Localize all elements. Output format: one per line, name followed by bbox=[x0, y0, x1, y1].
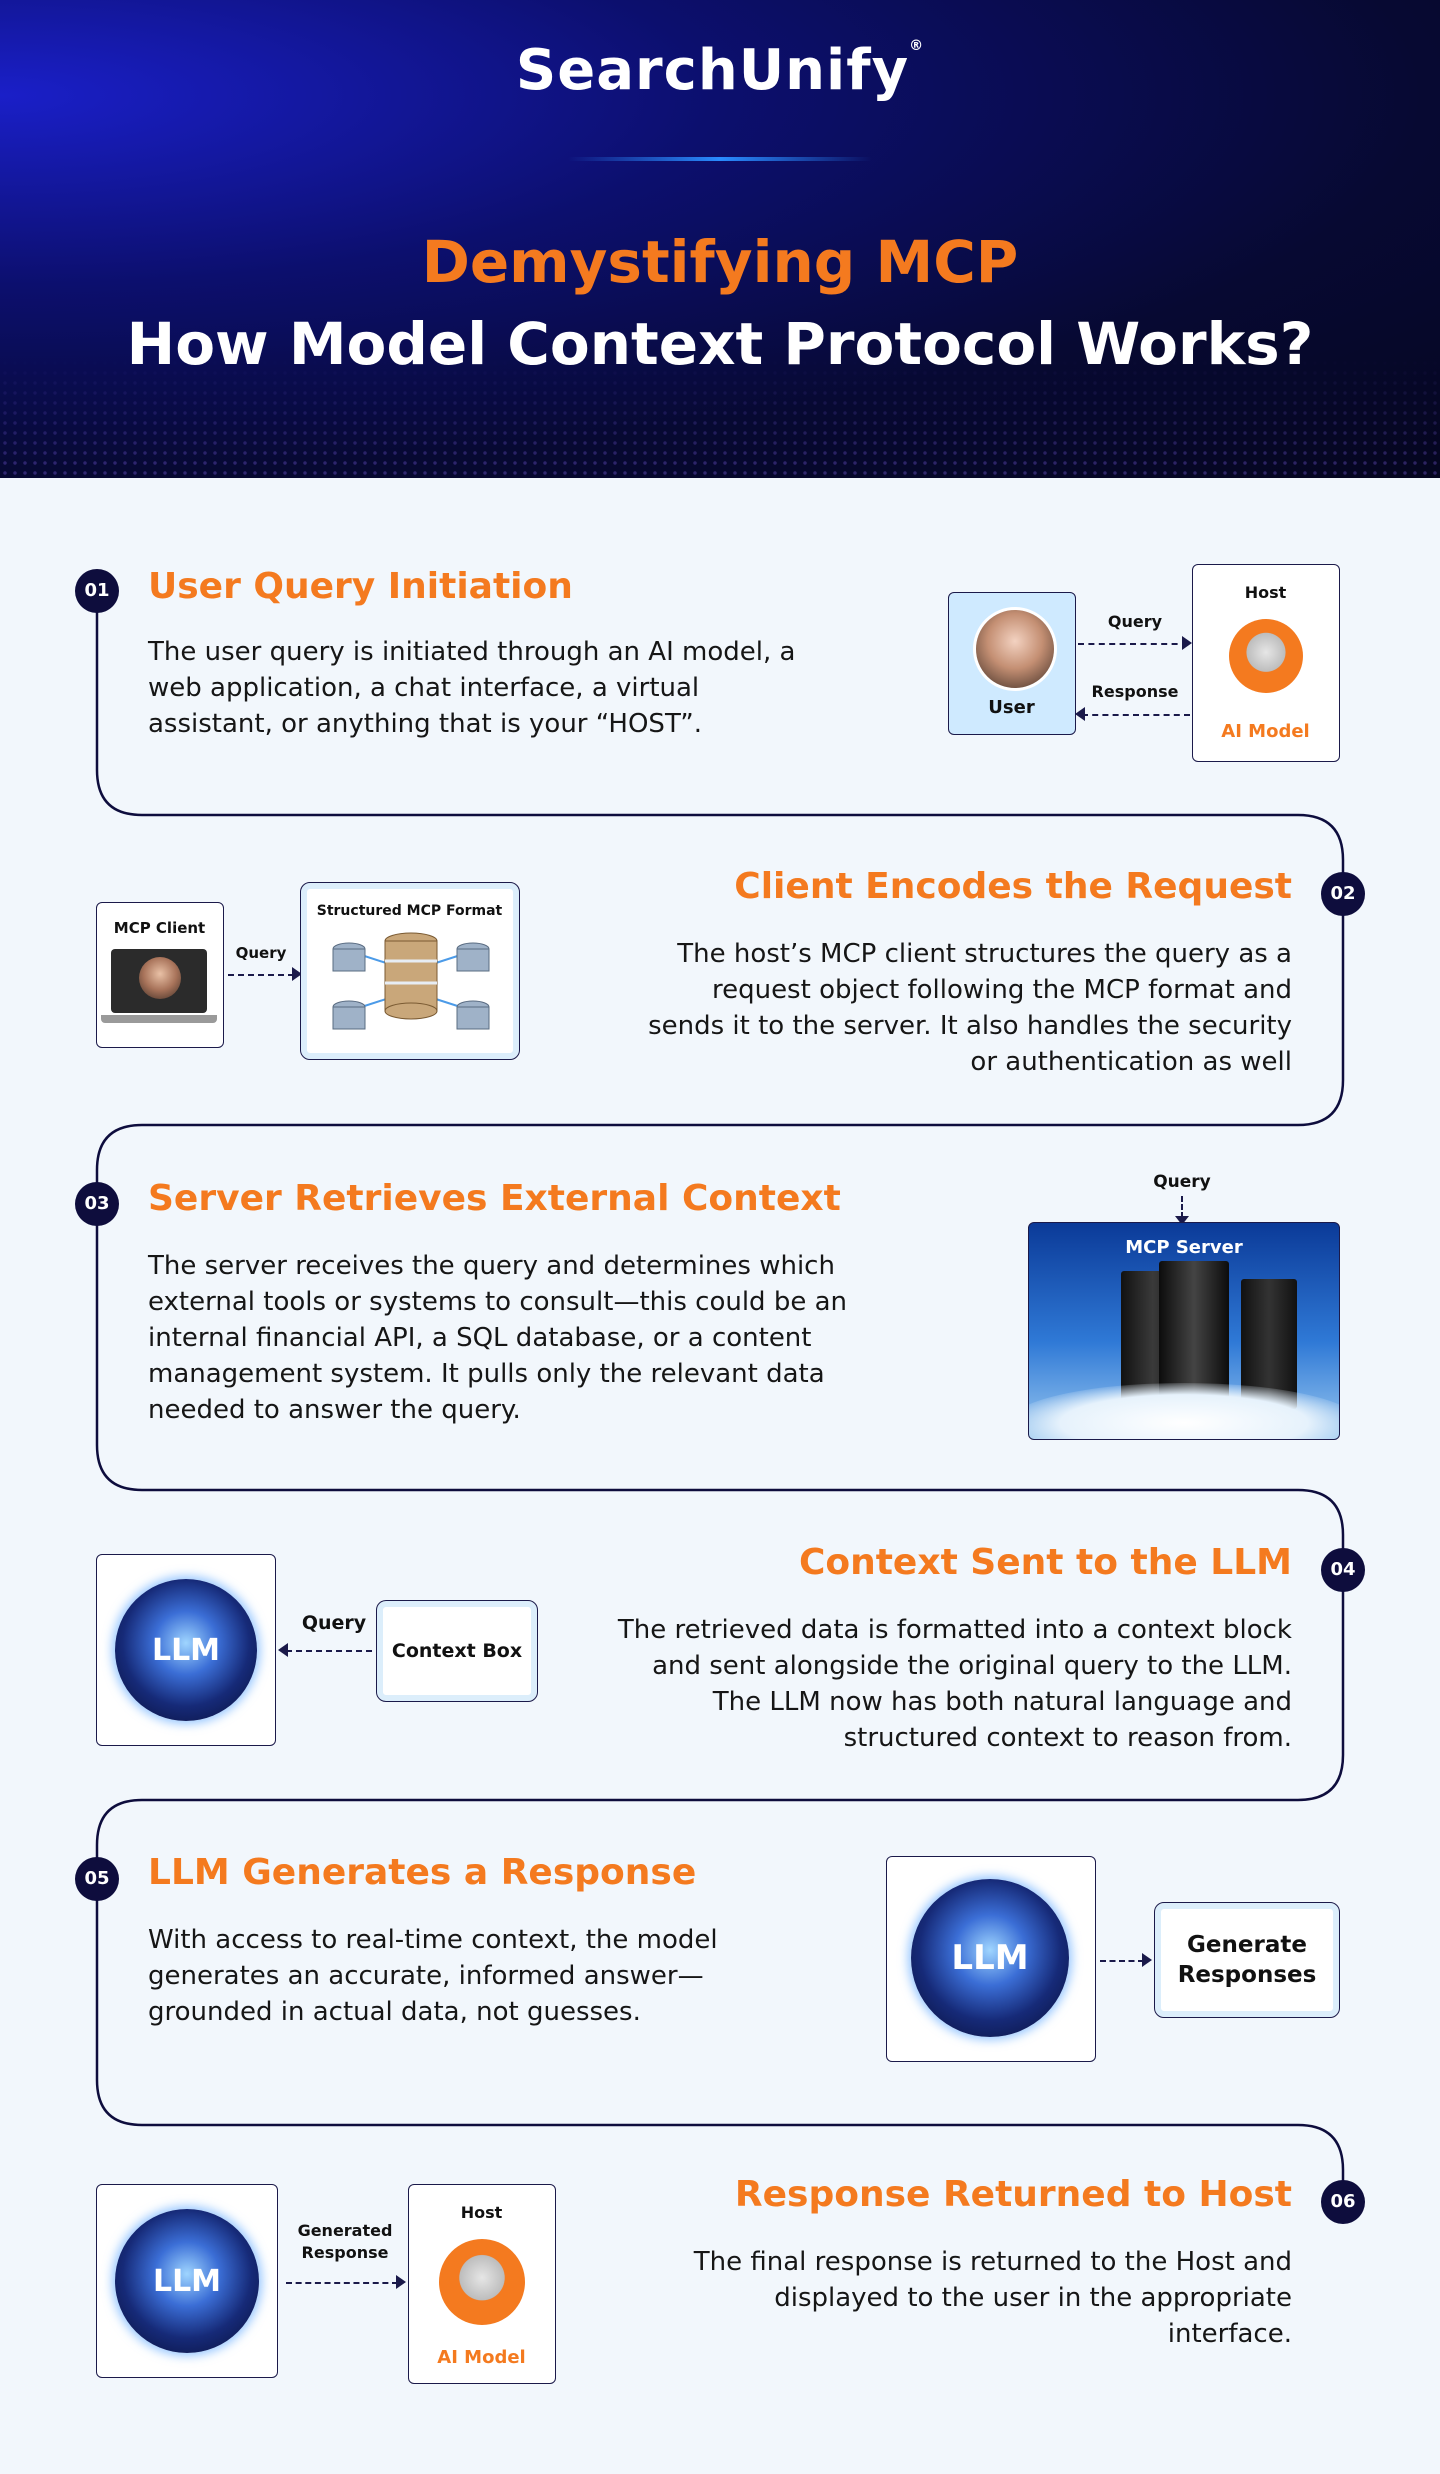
generated-response-arrow bbox=[286, 2282, 398, 2284]
mcp-client-label: MCP Client bbox=[113, 919, 206, 937]
title-line1: Demystifying MCP bbox=[421, 228, 1019, 296]
database-icon bbox=[332, 932, 490, 1030]
arrow-head-right bbox=[1182, 636, 1192, 650]
llm-box-3: LLM bbox=[96, 2184, 278, 2378]
step-text-01: The user query is initiated through an A… bbox=[148, 637, 796, 739]
arrow-head-right bbox=[292, 967, 302, 981]
logo-text: SearchUnify bbox=[515, 38, 910, 103]
ai-model-label: AI Model bbox=[437, 2347, 526, 2368]
user-label: User bbox=[988, 697, 1035, 718]
llm-icon: LLM bbox=[115, 1579, 257, 1721]
step-title-05: LLM Generates a Response bbox=[148, 1852, 697, 1893]
host-box: Host AI Model bbox=[1192, 564, 1340, 762]
client-query-arrow bbox=[228, 974, 294, 976]
step-title-02: Client Encodes the Request bbox=[734, 866, 1292, 907]
llm-box: LLM bbox=[96, 1554, 276, 1746]
arrow-head-left bbox=[278, 1643, 288, 1657]
step-number-01: 01 bbox=[75, 569, 119, 613]
query-arrow bbox=[1078, 643, 1188, 645]
generate-responses-box: Generate Responses bbox=[1154, 1902, 1340, 2018]
generated-response-label: Generated Response bbox=[297, 2221, 393, 2262]
dot-pattern bbox=[0, 358, 1440, 478]
step-number-05: 05 bbox=[75, 1857, 119, 1901]
arrow-head-left bbox=[1075, 707, 1085, 721]
generate-arrow bbox=[1100, 1960, 1144, 1962]
ai-model-label: AI Model bbox=[1221, 721, 1310, 742]
step-title-04: Context Sent to the LLM bbox=[798, 1542, 1292, 1583]
step-number-03: 03 bbox=[75, 1182, 119, 1226]
step-number-02: 02 bbox=[1321, 872, 1365, 916]
server-query-arrow bbox=[1181, 1196, 1183, 1218]
host-label: Host bbox=[1244, 583, 1287, 602]
header-banner: SearchUnify® Demystifying MCP How Model … bbox=[0, 0, 1440, 478]
step-text-05: With access to real-time context, the mo… bbox=[148, 1925, 718, 2027]
title-line2: How Model Context Protocol Works? bbox=[126, 310, 1314, 378]
step-text-02: The host’s MCP client structures the que… bbox=[648, 939, 1292, 1077]
logo-underline bbox=[568, 157, 872, 161]
llm-label: LLM bbox=[152, 2263, 222, 2299]
host-box-2: Host AI Model bbox=[408, 2184, 556, 2384]
robot-avatar bbox=[1229, 619, 1303, 693]
context-query-arrow bbox=[286, 1650, 372, 1652]
user-box: User bbox=[948, 592, 1076, 735]
llm-icon: LLM bbox=[115, 2209, 259, 2353]
mcp-client-box: MCP Client bbox=[96, 902, 224, 1048]
llm-label: LLM bbox=[951, 1938, 1029, 1978]
server-query-label: Query bbox=[1153, 1172, 1211, 1192]
step-title-06: Response Returned to Host bbox=[734, 2174, 1292, 2215]
client-avatar bbox=[139, 957, 181, 999]
arrow-head-down bbox=[1175, 1216, 1189, 1225]
user-avatar bbox=[973, 607, 1057, 691]
laptop-icon bbox=[111, 949, 207, 1013]
structured-format-box: Structured MCP Format bbox=[300, 882, 520, 1060]
response-arrow bbox=[1082, 714, 1190, 716]
mcp-server-box: MCP Server bbox=[1028, 1222, 1340, 1440]
client-query-label: Query bbox=[235, 944, 287, 962]
context-box: Context Box bbox=[376, 1600, 538, 1702]
step-text-03: The server receives the query and determ… bbox=[148, 1251, 848, 1425]
host-label: Host bbox=[460, 2203, 503, 2222]
cloud-graphic bbox=[1029, 1383, 1339, 1439]
arrow-head-right bbox=[396, 2275, 406, 2289]
query-label: Query bbox=[1107, 612, 1163, 631]
mcp-server-label: MCP Server bbox=[1125, 1237, 1243, 1258]
response-label: Response bbox=[1091, 682, 1179, 701]
step-number-04: 04 bbox=[1321, 1548, 1365, 1592]
llm-label: LLM bbox=[151, 1632, 221, 1668]
context-query-label: Query bbox=[301, 1612, 367, 1634]
step-number-06: 06 bbox=[1321, 2180, 1365, 2224]
step-title-01: User Query Initiation bbox=[148, 566, 573, 607]
llm-icon: LLM bbox=[911, 1879, 1069, 2037]
structured-format-label: Structured MCP Format bbox=[316, 903, 503, 919]
step-text-04: The retrieved data is formatted into a c… bbox=[617, 1615, 1292, 1753]
registered-mark: ® bbox=[909, 38, 925, 54]
step-title-03: Server Retrieves External Context bbox=[148, 1178, 841, 1219]
robot-avatar bbox=[439, 2239, 525, 2325]
laptop-base bbox=[101, 1015, 217, 1023]
arrow-head-right bbox=[1142, 1953, 1152, 1967]
step-text-06: The final response is returned to the Ho… bbox=[693, 2247, 1292, 2349]
brand-logo: SearchUnify® bbox=[0, 38, 1440, 103]
llm-box-2: LLM bbox=[886, 1856, 1096, 2062]
